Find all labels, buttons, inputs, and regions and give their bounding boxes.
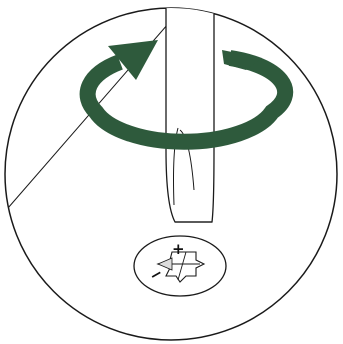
plus-mark: + <box>172 240 185 258</box>
